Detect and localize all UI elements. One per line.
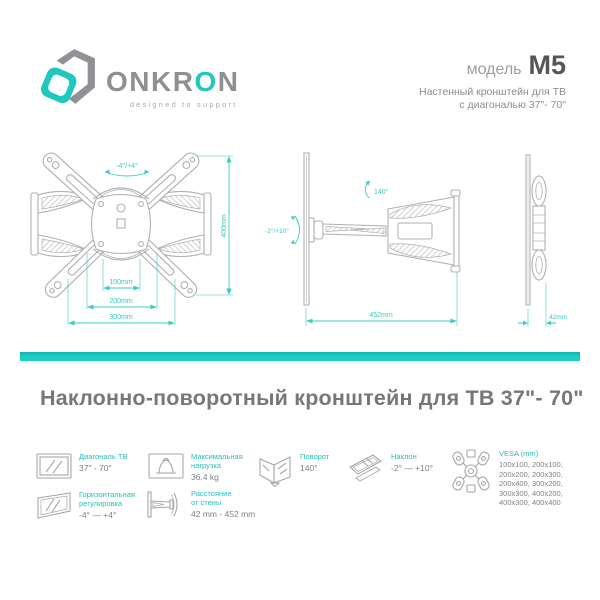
wall-distance-icon	[147, 491, 178, 518]
product-title: Наклонно-поворотный кронштейн для ТВ 37"…	[40, 386, 584, 410]
spec-value: 36.4 kg	[191, 472, 219, 482]
spec-label: Поворот	[300, 452, 330, 461]
brand-name: ONKRON	[106, 68, 239, 96]
tv-diagonal-icon	[36, 453, 72, 479]
spec-value: -2° — +10°	[391, 463, 433, 473]
spec-value: 100x100, 200x100, 200x200, 200x300, 200x…	[499, 460, 563, 507]
front-dimension-labels: -4°/+4° 400mm 100mm 200mm 300mm	[109, 162, 228, 321]
spec-tilt: Наклон -2° — +10°	[346, 452, 433, 483]
model-label: модель	[466, 61, 522, 78]
spec-tv-diagonal: Диагональ ТВ 37" - 70"	[36, 452, 127, 480]
side-dimension-arrows	[290, 181, 457, 324]
front-dimension-lines	[67, 155, 233, 325]
folded-bracket	[531, 175, 547, 281]
spec-horizontal-adjustment: Горизонтальная регулировка -4° — +4°	[36, 490, 145, 520]
spec-value: 37" - 70"	[79, 463, 112, 473]
model-subtitle-line2: с диагональю 37"- 70"	[459, 99, 566, 111]
extension-arm	[322, 223, 387, 237]
spec-vesa: VESA (mm) 100x100, 200x100, 200x200, 200…	[450, 449, 591, 508]
spec-label: Расстояние от стены	[191, 489, 232, 507]
vesa-100-label: 100mm	[109, 279, 133, 286]
spec-label: Диагональ ТВ	[79, 452, 128, 461]
onkron-logo: ONKRON designed to support	[36, 46, 239, 109]
spec-max-load: Максимальная нагрузка 36.4 kg	[148, 452, 253, 482]
side-view-diagram: 140° -2°/+10° 452mm	[265, 152, 461, 326]
spec-label: VESA (mm)	[499, 449, 539, 458]
model-subtitle-line1: Настенный кронштейн для ТВ	[418, 86, 566, 98]
brand-part-gray2: N	[217, 66, 240, 97]
side-dimension-lines	[294, 180, 458, 326]
spec-label: Наклон	[391, 452, 417, 461]
model-block: модель M5 Настенный кронштейн для ТВ с д…	[419, 52, 566, 112]
brand-tagline: designed to support	[129, 100, 238, 109]
extension-label: 452mm	[369, 312, 393, 319]
right-wall-wing	[150, 190, 212, 258]
model-name: M5	[528, 50, 566, 80]
side-dimension-labels: 140° -2°/+10° 452mm	[265, 188, 393, 319]
front-tilt-label: -4°/+4°	[116, 162, 138, 170]
tilt-icon	[349, 454, 383, 482]
vesa-300-label: 300mm	[109, 314, 133, 321]
left-wall-wing	[30, 190, 92, 258]
spec-wall-distance: Расстояние от стены 42 mm - 452 mm	[146, 489, 255, 520]
center-plate	[90, 187, 152, 261]
spec-value: 42 mm - 452 mm	[191, 509, 256, 519]
vesa-icon	[452, 449, 490, 493]
spec-label: Горизонтальная регулировка	[79, 490, 135, 508]
vesa-200-label: 200mm	[109, 298, 133, 305]
front-dimension-arrows	[68, 156, 232, 326]
max-load-icon	[148, 453, 184, 479]
horizontal-adjustment-icon	[37, 492, 71, 519]
folded-view-diagram: 42mm	[518, 154, 567, 327]
spec-swivel: Поворот 140°	[257, 452, 329, 487]
depth-label: 42mm	[549, 314, 567, 321]
folded-dimension-arrows	[523, 320, 551, 326]
onkron-cube-icon	[40, 49, 95, 104]
swivel-angle-label: 140°	[374, 188, 389, 196]
spec-value: 140°	[300, 463, 318, 473]
brand-part-gray1: ONKR	[106, 66, 195, 97]
tv-bracket-assembly	[387, 189, 461, 273]
spec-value: -4° — +4°	[79, 510, 117, 520]
brand-part-teal: O	[194, 66, 218, 97]
spec-label: Максимальная нагрузка	[191, 452, 243, 470]
model-subtitle: Настенный кронштейн для ТВ с диагональю …	[419, 86, 566, 112]
swivel-icon	[259, 456, 291, 487]
logo-text: ONKRON designed to support	[106, 68, 239, 110]
side-tilt-label: -2°/+10°	[265, 227, 289, 235]
front-height-label: 400mm	[221, 214, 228, 238]
front-view-diagram: -4°/+4° 400mm 100mm 200mm 300mm	[30, 152, 233, 326]
teal-divider-bar	[20, 352, 580, 361]
